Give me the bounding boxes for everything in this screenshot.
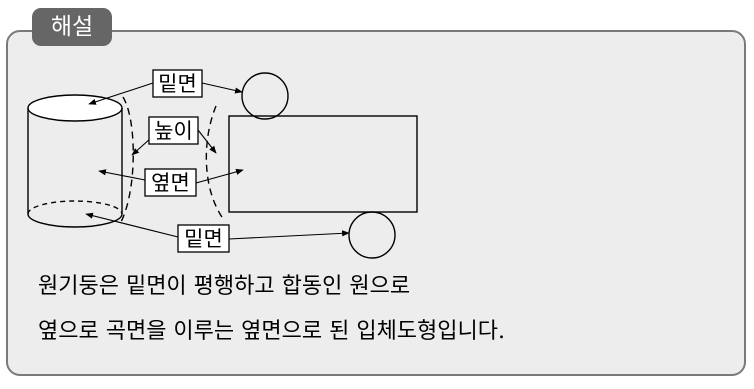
label-boxes bbox=[144, 69, 230, 253]
cylinder-bottom-back bbox=[27, 200, 123, 215]
arrow-base-bottom-to-cylinder bbox=[85, 212, 179, 238]
unfold-curve-right bbox=[205, 105, 225, 221]
label-box-base-bottom bbox=[177, 224, 230, 253]
net-bottom-circle bbox=[348, 211, 396, 259]
description-line-1: 원기둥은 밑면이 평행하고 합동인 원으로 bbox=[38, 274, 411, 299]
arrow-height-to-right-curve bbox=[197, 129, 217, 154]
arrow-side-to-rectangle bbox=[195, 168, 244, 184]
cylinder-figure bbox=[27, 94, 123, 228]
label-box-height bbox=[148, 116, 199, 145]
explanation-tag: 해설 bbox=[32, 8, 112, 46]
arrow-base-bottom-to-circle bbox=[228, 230, 350, 240]
label-height: 높이 bbox=[154, 119, 193, 143]
unfold-curve-left bbox=[120, 96, 134, 223]
label-arrows bbox=[85, 82, 350, 240]
arrow-side-to-cylinder bbox=[98, 169, 146, 181]
arrow-base-top-to-circle bbox=[201, 82, 243, 94]
arrow-height-to-left-curve bbox=[131, 137, 152, 156]
label-base-bottom: 밑면 bbox=[184, 227, 223, 251]
cylinder-bottom-front bbox=[27, 213, 123, 228]
label-side: 옆면 bbox=[151, 171, 190, 195]
cylinder-top-face bbox=[27, 94, 123, 122]
label-texts: 밑면 높이 옆면 밑면 bbox=[151, 72, 223, 251]
cylinder-net bbox=[228, 72, 418, 259]
unfold-curves bbox=[120, 96, 225, 223]
net-side-rectangle bbox=[228, 115, 418, 213]
label-box-base-top bbox=[152, 69, 203, 98]
label-base-top: 밑면 bbox=[158, 72, 197, 96]
description-line-2: 옆으로 곡면을 이루는 옆면으로 된 입체도형입니다. bbox=[38, 319, 506, 344]
label-box-side bbox=[144, 168, 197, 197]
explanation-panel bbox=[6, 30, 746, 376]
net-top-circle bbox=[241, 72, 289, 120]
arrow-base-top-to-cylinder bbox=[88, 82, 154, 105]
